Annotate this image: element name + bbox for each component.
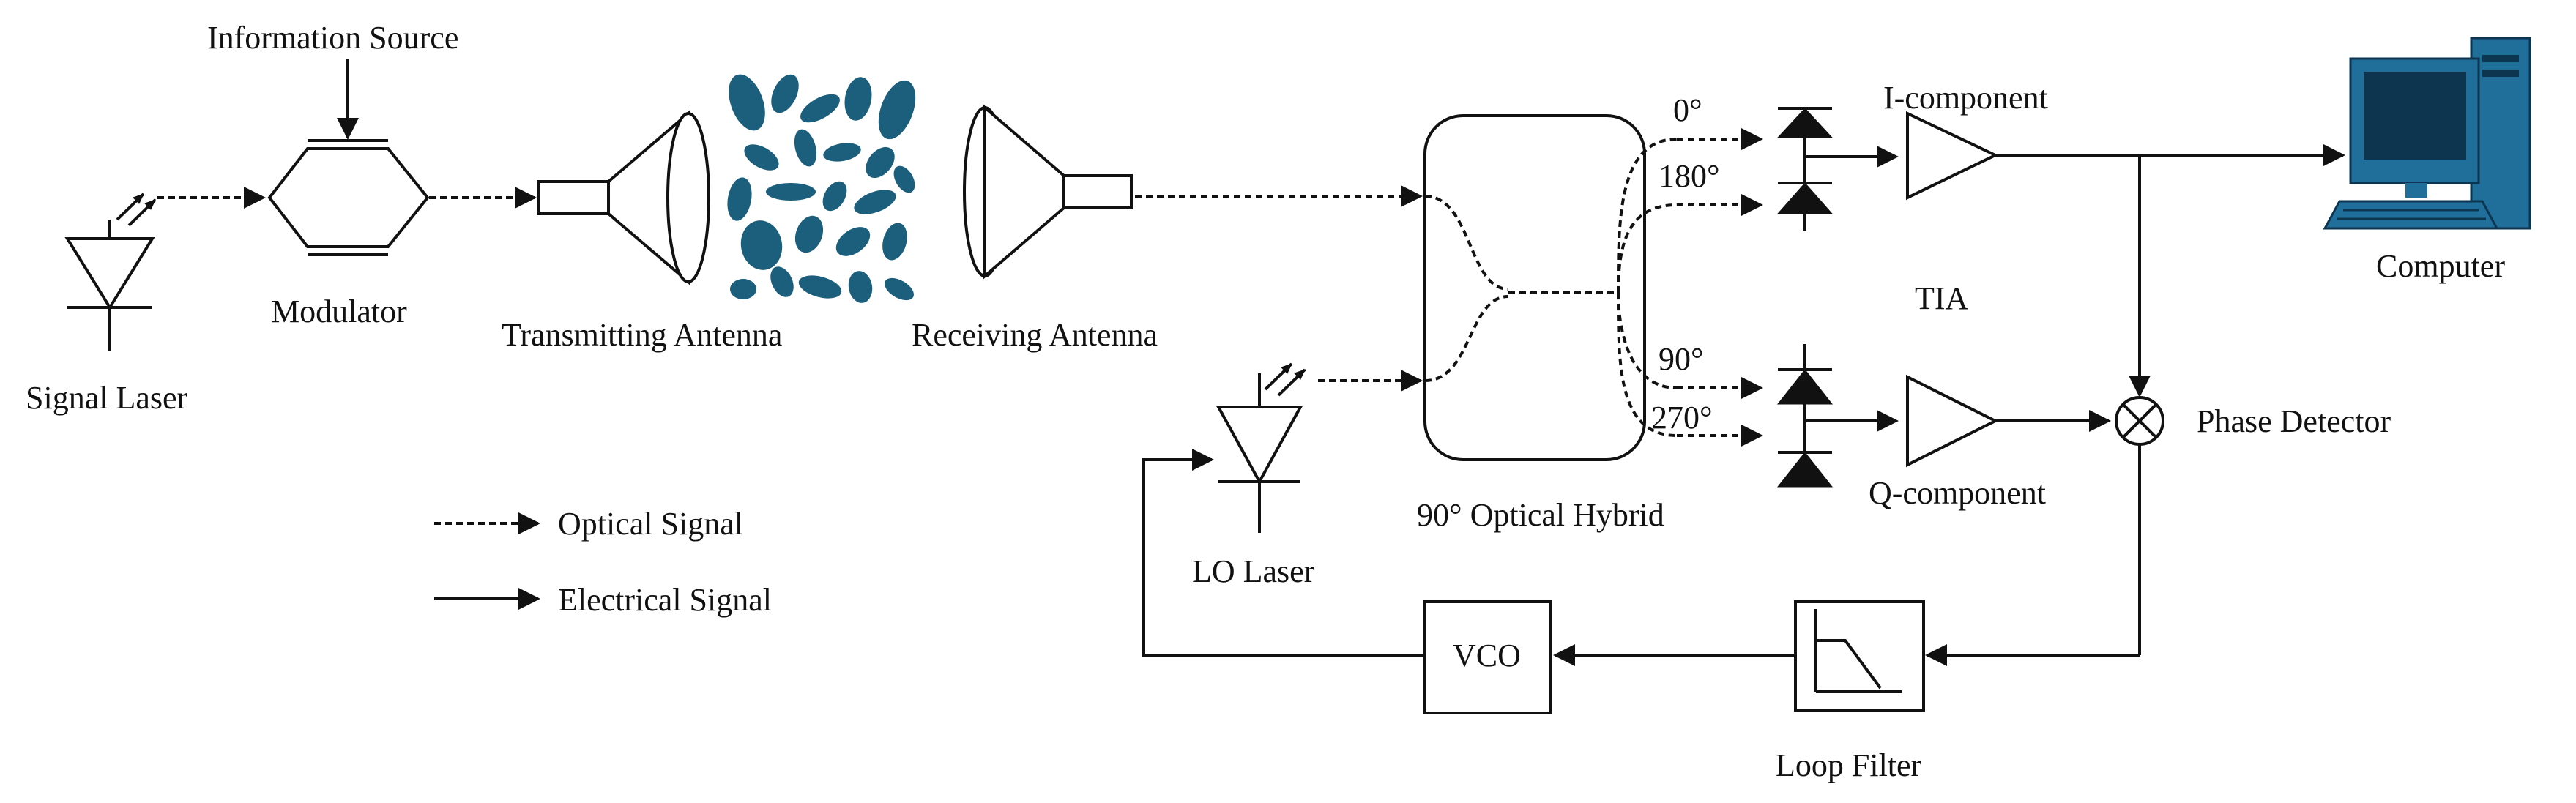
signal-laser: Signal Laser [26, 193, 188, 416]
photodiode-pair-i [1776, 107, 1899, 231]
transmitting-antenna: Transmitting Antenna [502, 110, 782, 353]
signal-laser-label: Signal Laser [26, 380, 188, 416]
tia-i: I-component [1883, 80, 2048, 201]
port-270-label: 270° [1651, 400, 1713, 436]
optical-hybrid-label: 90° Optical Hybrid [1417, 497, 1664, 533]
mixer-icon [2115, 396, 2164, 446]
modulator-label: Modulator [271, 294, 407, 329]
i-component-label: I-component [1883, 80, 2048, 116]
computer: Computer [2323, 37, 2531, 284]
photodiode-pair-q [1776, 344, 1899, 488]
loop-filter-label: Loop Filter [1776, 747, 1922, 783]
information-source-label: Information Source [207, 20, 458, 56]
laser-diode-icon [64, 193, 157, 351]
computer-label: Computer [2376, 248, 2505, 284]
loop-filter: Loop Filter [1776, 600, 1925, 783]
lo-laser-label: LO Laser [1192, 553, 1315, 589]
port-90-label: 90° [1659, 341, 1704, 377]
wire-vco-to-lo-laser [1142, 449, 1425, 657]
turbulence-blobs-icon [727, 74, 916, 303]
optical-hybrid: 0° 180° 90° 270° 90° Optical Hybrid [1417, 92, 1763, 533]
legend-electrical-label: Electrical Signal [558, 582, 772, 618]
vco-box [1423, 600, 1552, 714]
antenna-horn-icon [963, 104, 1133, 280]
port-180-label: 180° [1659, 158, 1720, 194]
amplifier-icon [1906, 374, 1999, 468]
tia-label: TIA [1915, 280, 1969, 316]
low-pass-filter-icon [1814, 609, 1902, 693]
modulator-body [267, 147, 430, 248]
q-component-label: Q-component [1869, 475, 2046, 511]
vco-label: VCO [1453, 638, 1521, 673]
legend: Optical Signal Electrical Signal [434, 506, 772, 618]
modulator: Information Source Modulator [207, 20, 458, 329]
lo-laser: LO Laser [1192, 362, 1423, 589]
tia-q: Q-component [1869, 374, 2046, 511]
port-0-label: 0° [1673, 92, 1702, 128]
vco: VCO [1423, 600, 1552, 714]
receiving-antenna-label: Receiving Antenna [912, 317, 1158, 353]
amplifier-icon [1906, 111, 1999, 201]
phase-detector-label: Phase Detector [2197, 403, 2391, 439]
photodiode-icon [1776, 344, 1834, 488]
laser-diode-icon [1216, 362, 1306, 533]
phase-detector: Phase Detector [2115, 396, 2391, 446]
photodiode-icon [1776, 107, 1834, 231]
antenna-horn-icon [537, 110, 710, 285]
transmitting-antenna-label: Transmitting Antenna [502, 317, 782, 353]
receiving-antenna: Receiving Antenna [912, 104, 1158, 353]
computer-icon [2323, 37, 2531, 230]
legend-optical-label: Optical Signal [558, 506, 743, 542]
optical-hybrid-body [1423, 114, 1646, 461]
